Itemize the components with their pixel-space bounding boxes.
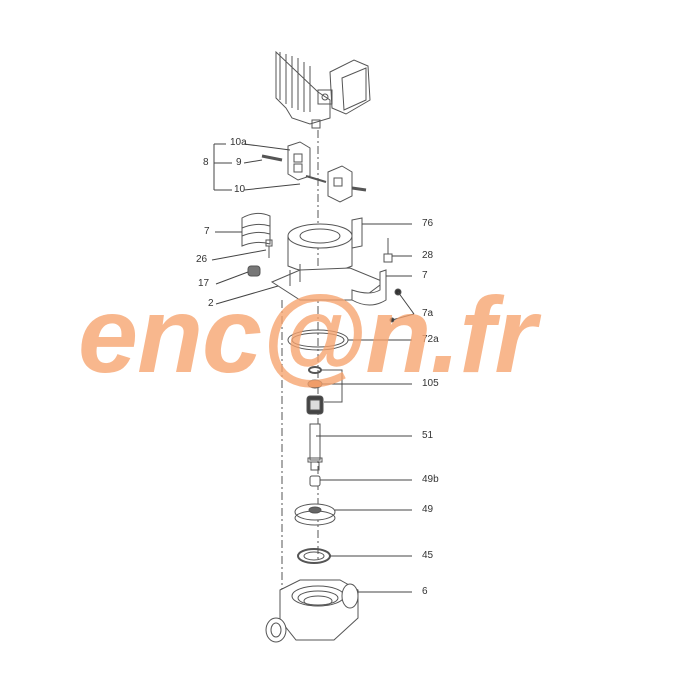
part-label-8: 8 [203, 157, 209, 168]
part-label-10a: 10a [230, 137, 247, 148]
part-label-49b: 49b [422, 474, 439, 485]
motor-icon [275, 50, 371, 129]
part-label-72a: 72a [422, 334, 439, 345]
part-label-76: 76 [422, 218, 434, 229]
part-label-9: 9 [236, 157, 242, 168]
impeller-nut-icon [309, 475, 321, 487]
part-label-49: 49 [422, 504, 434, 515]
part-label-7-left: 7 [204, 226, 210, 237]
coupling-icon [261, 141, 367, 203]
coupling-guard-left-icon [241, 212, 271, 247]
plug-icon [247, 265, 261, 277]
screw-28-icon [383, 238, 393, 263]
part-label-7a: 7a [422, 308, 434, 319]
coupling-guard-right-icon [351, 269, 387, 306]
wear-ring-icon [297, 548, 331, 564]
impeller-icon [294, 503, 336, 526]
part-label-51: 51 [422, 430, 434, 441]
part-label-105: 105 [422, 378, 439, 389]
part-label-6: 6 [422, 586, 428, 597]
leader-lines [211, 143, 415, 593]
part-label-45: 45 [422, 550, 434, 561]
part-label-2: 2 [208, 298, 214, 309]
shaft-icon [307, 423, 323, 471]
part-label-28: 28 [422, 250, 434, 261]
part-label-10: 10 [234, 184, 246, 195]
part-label-26: 26 [196, 254, 208, 265]
pump-housing-icon [265, 579, 359, 643]
pump-head-icon [270, 223, 386, 301]
part-label-7-right: 7 [422, 270, 428, 281]
nameplate-icon [351, 217, 363, 249]
shaft-seal-icon [306, 366, 343, 415]
part-label-17: 17 [198, 278, 210, 289]
